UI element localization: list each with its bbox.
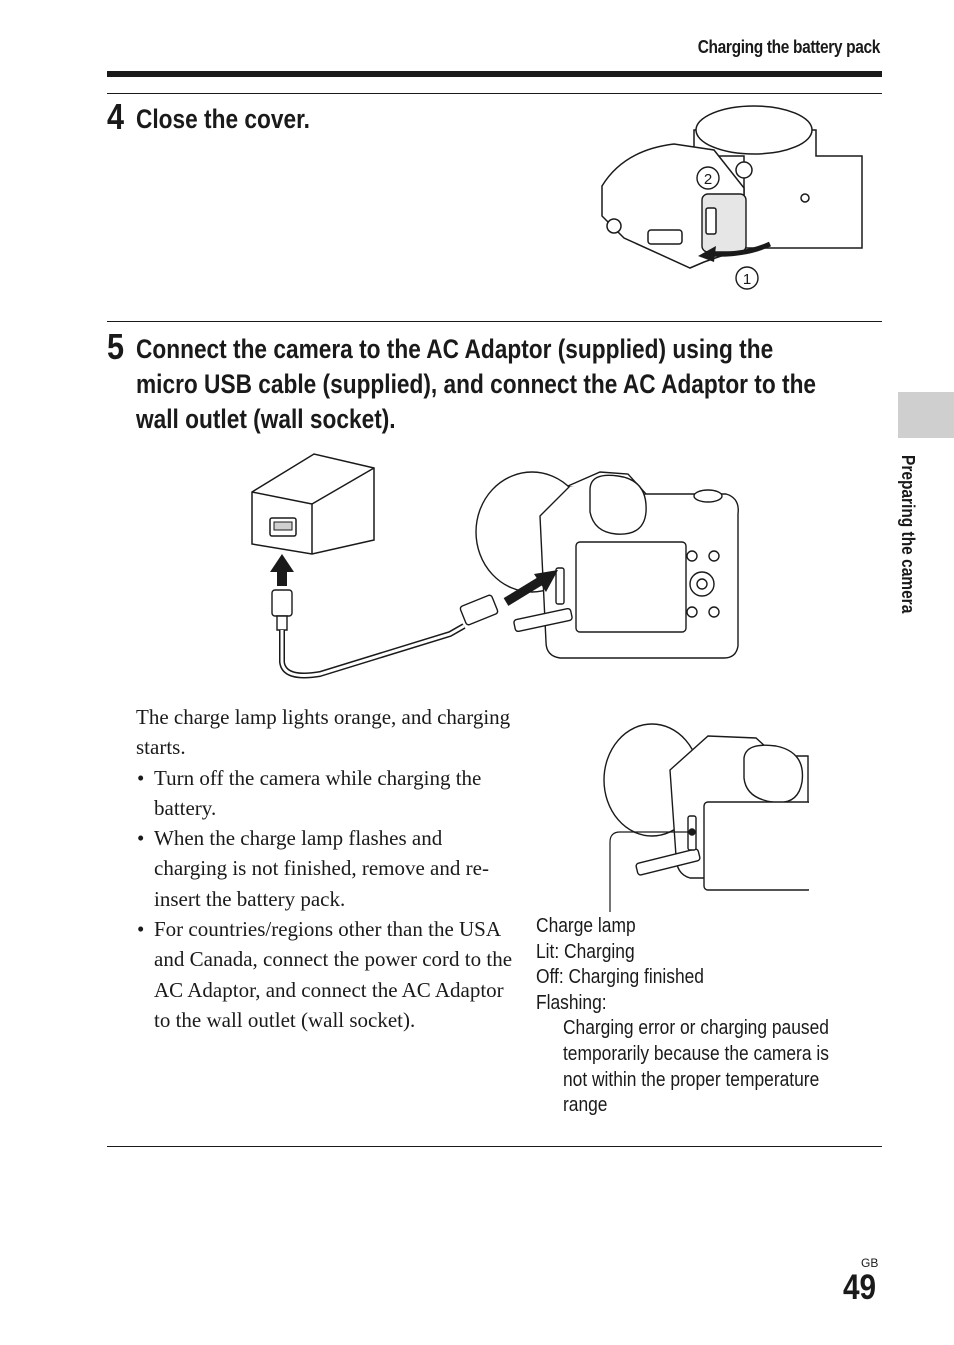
lens-mount-ring [696,106,812,154]
region-code: GB [861,1256,879,1270]
caption-flashing: Flashing: [536,991,607,1014]
side-grille [648,230,682,244]
close-arrow-head [698,246,716,262]
caption-flashing-line: temporarily because the camera is [562,1042,829,1065]
charge-lamp-leader [610,832,690,912]
callout-2-label: 2 [704,171,712,188]
divider-middle [107,321,882,322]
caption-off: Off: Charging finished [536,966,704,989]
callout-2-circle [697,167,719,189]
step-5-number: 5 [107,326,125,367]
step-5-text-line-2: micro USB cable (supplied), and connect … [136,369,817,399]
bullet-item: Turn off the camera while charging the b… [136,763,516,824]
step-5-text-line-3: wall outlet (wall socket). [136,404,396,434]
usb-cable [282,626,464,676]
eyepiece [590,475,646,534]
bullet-item: For countries/regions other than the USA… [136,914,516,1035]
bullet-list: Turn off the camera while charging the b… [136,763,516,1036]
caption-title: Charge lamp [536,915,636,937]
detail-eyepiece [744,745,802,802]
strap-lug [607,219,621,233]
caption-flashing-line: Charging error or charging paused [562,1017,829,1040]
step-4-number: 4 [107,96,125,137]
detail-lcd [704,802,812,890]
top-dial [694,490,722,502]
step-4-text: Close the cover. [136,104,310,134]
mode-dial [736,162,752,178]
intro-text: The charge lamp lights orange, and charg… [136,705,511,760]
charging-instructions: The charge lamp lights orange, and charg… [136,702,516,1035]
section-side-label-text: Preparing the camera [898,455,918,614]
insert-arrow-up [270,554,294,586]
detail-port-flap [635,848,700,875]
section-side-label: Preparing the camera [896,455,920,675]
header-rule [107,71,882,77]
charge-lamp-illustration [580,716,815,912]
divider-top [107,93,882,94]
micro-usb-plug [459,594,498,625]
section-tab-marker [898,392,954,438]
connection-illustration [250,450,740,690]
bullet-item: When the charge lamp flashes and chargin… [136,823,516,914]
body-screw [801,194,809,202]
port-flap [513,608,572,632]
caption-flashing-line: not within the proper temperature [562,1068,820,1091]
port-slot [706,208,716,234]
close-cover-illustration: 2 1 [594,108,866,298]
usb-plug [272,590,292,616]
callout-1-circle [736,267,758,289]
caption-flashing-line: range [562,1094,608,1117]
insert-arrow-right [506,580,542,602]
running-header: Charging the battery pack [697,37,881,57]
lcd-screen [576,542,686,632]
page-number: 49 [843,1268,877,1307]
charge-lamp-caption: Charge lamp Lit: Charging Off: Charging … [536,914,829,1119]
divider-bottom [107,1146,882,1147]
caption-lit: Lit: Charging [536,940,635,963]
step-5-text-line-1: Connect the camera to the AC Adaptor (su… [136,334,774,364]
callout-1-label: 1 [743,271,751,288]
